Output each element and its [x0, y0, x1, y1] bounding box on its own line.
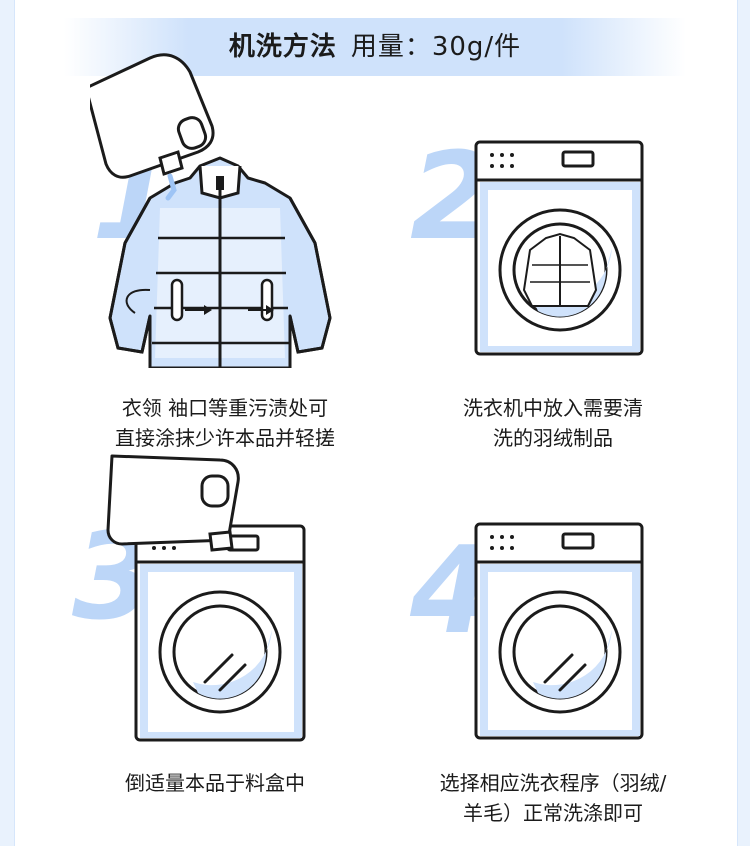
title-method: 机洗方法 — [228, 32, 337, 62]
step-1-illustration: 1 — [90, 53, 332, 368]
step-4-illustration: 4 — [409, 522, 644, 740]
washing-machine-icon — [134, 524, 306, 742]
step-3: 3 — [70, 450, 340, 750]
step-2-caption-line1: 洗衣机中放入需要清 — [463, 396, 643, 420]
step-1-caption-line1: 衣领 袖口等重污渍处可 — [121, 396, 329, 420]
step-1: 1 — [90, 48, 350, 368]
step-3-caption-line1: 倒适量本品于料盒中 — [125, 771, 305, 795]
detergent-bottle-icon — [106, 454, 240, 552]
step-4-caption-line2: 羊毛）正常洗涤即可 — [463, 801, 643, 825]
page-title: 机洗方法用量：30g/件 — [0, 26, 750, 63]
title-dosage: 用量：30g/件 — [350, 32, 522, 62]
step-3-illustration: 3 — [72, 454, 306, 742]
washing-machine-icon — [474, 140, 644, 356]
washing-machine-icon — [474, 522, 644, 740]
step-3-caption: 倒适量本品于料盒中 — [80, 768, 350, 798]
step-4-caption: 选择相应洗衣程序（羽绒/ 羊毛）正常洗涤即可 — [418, 768, 688, 828]
step-4: 4 — [408, 522, 678, 762]
step-2-caption: 洗衣机中放入需要清 洗的羽绒制品 — [418, 393, 688, 453]
step-1-caption-line2: 直接涂抹少许本品并轻搓 — [115, 426, 335, 450]
step-1-caption: 衣领 袖口等重污渍处可 直接涂抹少许本品并轻搓 — [90, 393, 360, 453]
step-2: 2 — [408, 130, 678, 370]
detergent-bottle-icon — [90, 53, 215, 201]
jacket-icon — [108, 156, 332, 368]
step-2-illustration: 2 — [410, 130, 644, 356]
step-2-caption-line2: 洗的羽绒制品 — [493, 426, 613, 450]
step-4-caption-line1: 选择相应洗衣程序（羽绒/ — [439, 771, 667, 795]
